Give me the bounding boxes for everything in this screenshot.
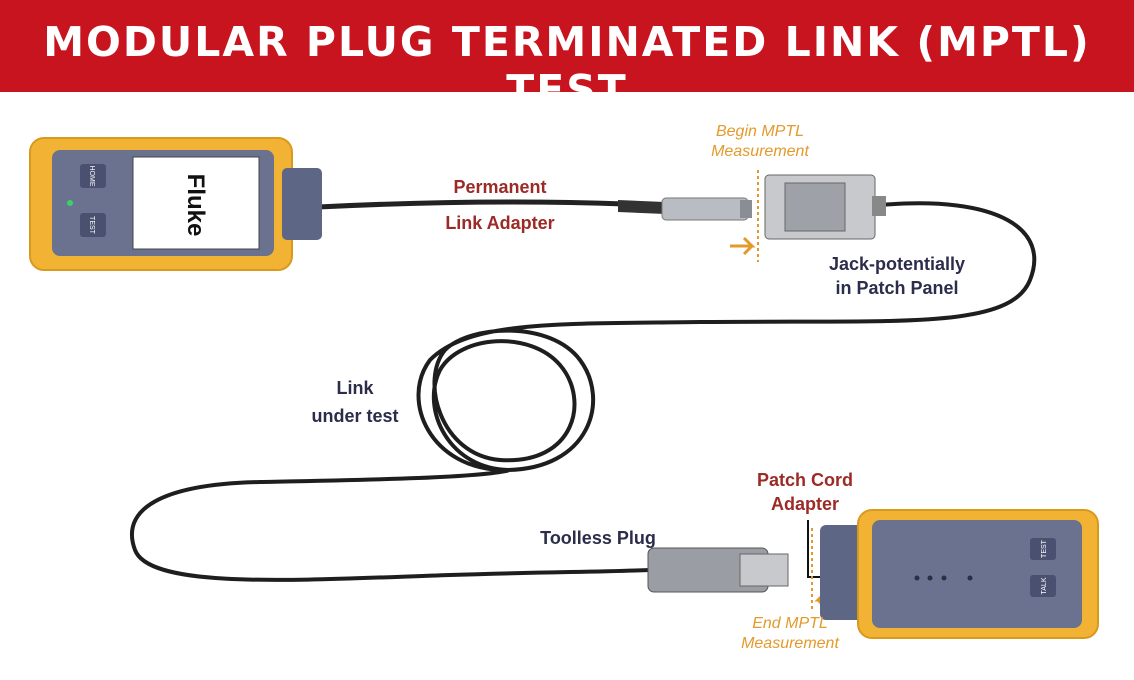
remote-talk-button-label: TALK <box>1041 577 1048 594</box>
link-label-line2: under test <box>311 406 399 426</box>
begin-label-line1: Begin MPTL <box>715 123 805 140</box>
adapter-cable <box>317 199 626 210</box>
remote-test-button-label: TEST <box>1041 539 1048 558</box>
patch-label-line1: Patch Cord <box>756 470 853 490</box>
jack-label: Jack-potentially in Patch Panel <box>812 252 982 300</box>
test-button-label: TEST <box>88 216 95 235</box>
permanent-label-line1: Permanent <box>453 177 547 197</box>
jack-label-line2: in Patch Panel <box>835 278 959 298</box>
end-mptl-label: End MPTL Measurement <box>720 614 860 654</box>
end-label-line1: End MPTL <box>752 615 828 632</box>
remote-unit <box>820 509 1099 639</box>
toolless-plug <box>647 547 789 593</box>
patch-cord-adapter-label: Patch Cord Adapter <box>745 468 865 516</box>
title-banner: MODULAR PLUG TERMINATED LINK (MPTL) TEST <box>0 0 1134 114</box>
end-label-line2: Measurement <box>741 635 839 652</box>
page-title: MODULAR PLUG TERMINATED LINK (MPTL) TEST <box>43 18 1091 114</box>
toolless-plug-label: Toolless Plug <box>540 528 656 548</box>
jack-label-line1: Jack-potentially <box>828 254 966 274</box>
adapter-strain-relief <box>618 200 665 214</box>
begin-label-line2: Measurement <box>711 143 809 160</box>
link-under-test-label: Link under test <box>300 376 410 428</box>
main-tester <box>29 137 322 271</box>
permanent-link-adapter-label: Permanent Link Adapter <box>430 175 570 235</box>
jack <box>764 174 886 240</box>
patch-label-line2: Adapter <box>770 494 839 514</box>
permanent-link-adapter-plug <box>661 197 752 221</box>
screen-brand: Fluke <box>182 174 209 237</box>
begin-mptl-label: Begin MPTL Measurement <box>690 122 830 162</box>
link-label-line1: Link <box>336 378 374 398</box>
permanent-label-line2: Link Adapter <box>445 213 555 233</box>
link-cable <box>129 201 1037 582</box>
begin-arrow-icon <box>730 236 756 256</box>
home-button-label: HOME <box>88 166 95 187</box>
